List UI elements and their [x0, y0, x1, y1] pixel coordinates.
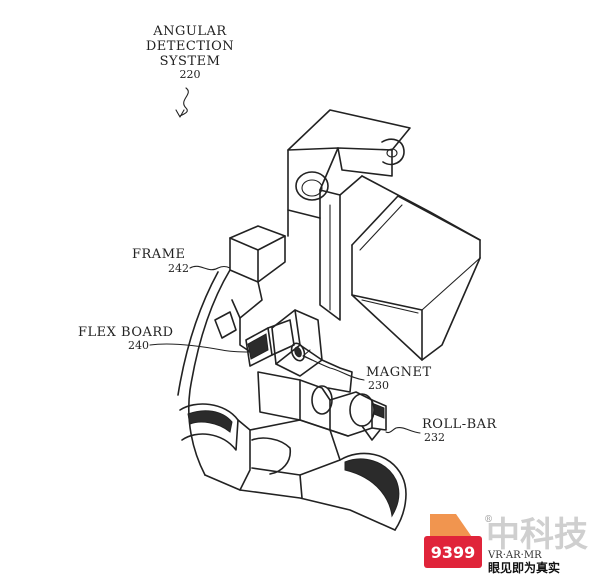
frame-label: FRAME: [132, 247, 186, 262]
title-line-1: ANGULAR: [152, 24, 227, 39]
label-frame: FRAME 242: [132, 247, 231, 275]
roll-bar: [257, 371, 387, 441]
watermark: 9399 中科技 ® VR·AR·MR 眼见即为真实: [424, 514, 588, 575]
flex-board: [245, 319, 295, 367]
watermark-brand: 中科技: [486, 515, 588, 555]
right-mount-block: [351, 175, 481, 361]
watermark-slogan: 眼见即为真实: [488, 560, 560, 575]
frame-ref-number: 242: [168, 262, 189, 275]
title-line-3: SYSTEM: [160, 54, 221, 69]
frame: [177, 209, 396, 531]
watermark-logo-badge: [424, 536, 482, 568]
magnet: [271, 309, 353, 393]
flex-board-leader: [149, 343, 251, 353]
watermark-logo-icon: [430, 514, 474, 540]
frame-leader: [189, 265, 231, 271]
watermark-mark: ®: [484, 515, 493, 525]
label-flex-board: FLEX BOARD 240: [78, 325, 251, 353]
flex-board-label: FLEX BOARD: [78, 325, 174, 340]
title-leader-arrow: [179, 87, 189, 117]
flex-board-ref-number: 240: [128, 339, 149, 352]
roll-bar-leader: [385, 427, 421, 434]
label-roll-bar: ROLL-BAR 232: [385, 417, 498, 444]
watermark-tag: VR·AR·MR: [487, 550, 542, 561]
back-housing: [287, 109, 411, 321]
lower-hub: [249, 419, 407, 531]
roll-bar-ref-number: 232: [424, 431, 445, 444]
roll-bar-label: ROLL-BAR: [422, 417, 498, 432]
title-block: ANGULAR DETECTION SYSTEM 220: [146, 24, 234, 118]
magnet-leader: [303, 355, 365, 381]
title-line-2: DETECTION: [146, 39, 234, 54]
watermark-logo-text: 9399: [431, 543, 476, 562]
magnet-ref-number: 230: [368, 379, 389, 392]
magnet-label: MAGNET: [366, 365, 432, 380]
title-ref-number: 220: [180, 68, 201, 81]
label-magnet: MAGNET 230: [302, 349, 432, 392]
